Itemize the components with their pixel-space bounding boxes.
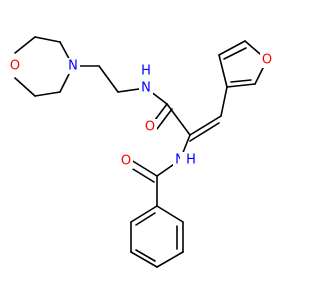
bond [34,91,61,97]
bond [226,83,256,88]
morpholine-nitrogen-label: N [68,59,78,74]
bond [220,86,228,117]
bond [156,108,173,130]
bond [218,54,228,88]
atom-labels: O N N H O O N H O [8,52,274,169]
bond [14,77,36,97]
bond [98,65,119,93]
bond [156,251,184,268]
morpholine-oxygen-label: O [10,59,20,74]
bond [189,122,220,142]
chemical-structure-diagram: O N N H O O N H O [8,36,274,268]
bond [189,115,222,136]
bond [130,205,158,223]
amide-hydrogen-bottom-label: H [186,153,196,168]
carbonyl-oxygen-top-label: O [145,120,155,135]
bond [230,79,252,83]
bond [135,212,156,226]
bond [223,47,247,60]
amide-hydrogen-top-label: H [141,64,151,79]
furan-oxygen-label: O [262,53,272,68]
bond [14,36,36,54]
bond [218,40,246,56]
bond [166,103,191,136]
amide-nitrogen-top-label: N [141,81,151,96]
bond [34,36,61,43]
carbonyl-oxygen-bottom-label: O [121,154,131,169]
bond [130,159,158,177]
bond [135,249,156,262]
bonds [14,36,268,268]
bond [156,205,184,223]
bond [130,251,158,268]
